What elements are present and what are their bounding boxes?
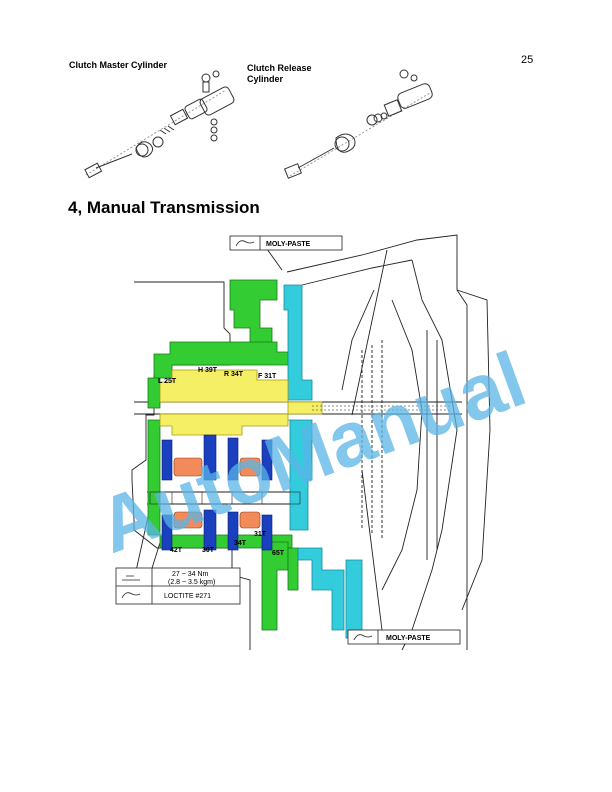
gear-label-l: L 25T: [158, 378, 177, 385]
loctite-label: LOCTITE #271: [164, 593, 211, 600]
gear-label-30: 30T: [202, 547, 215, 554]
torque-line1: 27 ~ 34 Nm: [172, 571, 209, 578]
gear-label-31: 31T: [254, 531, 267, 538]
moly-paste-top-callout: MOLY-PASTE: [229, 235, 343, 251]
moly-paste-bottom-callout: MOLY-PASTE: [347, 629, 461, 645]
gear-label-f: F 31T: [258, 373, 277, 380]
clutch-master-caption: Clutch Master Cylinder: [69, 60, 168, 70]
moly-paste-top-label: MOLY-PASTE: [266, 241, 311, 248]
clutch-release-caption-line1: Clutch Release: [247, 63, 312, 73]
manual-transmission-diagram: MOLY-PASTE MOLY-PASTE 27 ~ 34 Nm (2.8 ~ …: [115, 234, 491, 651]
gear-label-34: 34T: [234, 540, 247, 547]
gear-label-h: H 39T: [198, 367, 218, 374]
torque-line2: (2.8 ~ 3.5 kgm): [168, 579, 215, 586]
torque-loctite-callout: 27 ~ 34 Nm (2.8 ~ 3.5 kgm) LOCTITE #271: [115, 567, 241, 605]
moly-paste-bottom-label: MOLY-PASTE: [386, 635, 431, 642]
section-title: 4, Manual Transmission: [68, 198, 260, 217]
clutch-master-cylinder-drawing: [84, 70, 235, 179]
clutch-release-caption-line2: Cylinder: [247, 74, 284, 84]
page-number: 25: [521, 54, 534, 66]
clutch-release-cylinder-drawing: [283, 69, 433, 179]
gear-label-42: 42T: [170, 547, 183, 554]
clutch-release-caption: Clutch Release Cylinder: [247, 63, 312, 85]
gear-label-65: 65T: [272, 550, 285, 557]
gear-label-r: R 34T: [224, 371, 244, 378]
